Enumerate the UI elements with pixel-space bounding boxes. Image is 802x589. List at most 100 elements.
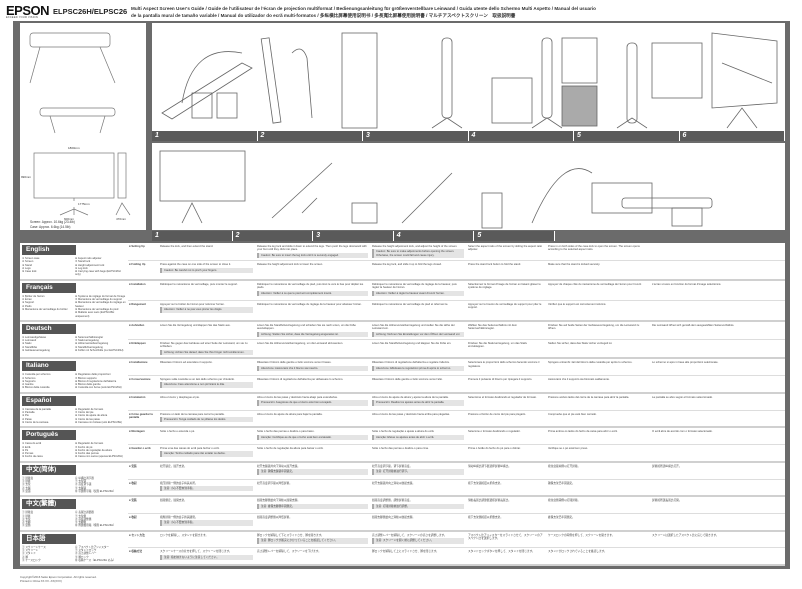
step-cell: 鬆開高度調整鎖，調整屏幕高度。注意: 打開屏幕前進行調整。	[370, 497, 466, 513]
step-text: Release the leg lock, and slide it up to…	[372, 263, 442, 267]
part-item: ⑧ Höhenverstellverriegelung	[75, 342, 109, 346]
caution-note: Attenzione: Effettuare le regolazioni pr…	[372, 365, 464, 372]
part-item: ⑩ 带袋携带箱（仅限 ELPSC26H）	[75, 489, 116, 493]
part-item: ③ 支架	[22, 517, 31, 521]
step-cell: Wählen Sie das Seitenverhältnis mit dem …	[466, 322, 546, 339]
step-cell	[650, 548, 785, 564]
step-text: Press the stand lock button to fold the …	[468, 263, 522, 267]
part-item: ① スクリーンケース	[22, 545, 46, 549]
part-item: ① Custodia per schermo	[22, 373, 51, 377]
part-item: ④ 支腿	[22, 486, 31, 490]
step-cell: La pantalla se abre según el formato sel…	[650, 394, 785, 410]
part-item: ⑦ Fecho do pé	[75, 445, 93, 449]
step-number: 5	[474, 231, 555, 241]
step-cell: Lösen Sie die Standfußverriegelung und s…	[255, 322, 370, 339]
instruction-row: セット方法ロックを解除し、スタンドを開きます。脚ロックを解除して下にスライドさせ…	[128, 532, 785, 548]
step-cell	[650, 480, 785, 496]
setup-steps-illustration	[161, 32, 778, 129]
caution-note: Attention: Veillez à ne pas vous pincer …	[160, 307, 253, 313]
caution-note: Attention: Veillez à régler la hauteur a…	[372, 290, 464, 296]
step-cell: Débloquez le mécanisme de verrouillage d…	[370, 301, 466, 320]
epson-logo: EPSON EXCEED YOUR VISION	[6, 4, 50, 19]
step-text: 松开支腿锁并向下滑动以展开支腿。	[257, 464, 300, 468]
step-cell: Release the height adjustment lock to lo…	[255, 261, 370, 278]
step-number: 2	[258, 131, 363, 141]
step-text: Sélectionnez le format d'image de l'écra…	[468, 282, 541, 290]
step-cell: 屏幕按所選長寬比打開。	[650, 497, 785, 513]
part-item: ③ Support	[22, 301, 35, 305]
step-cell: Make sure that the stand is locked secur…	[546, 261, 650, 278]
step-text: Die Leinwand öffnet sich gemäß dem ausge…	[652, 323, 735, 327]
part-item: ⑦ 支架锁	[75, 480, 87, 484]
step-cell: Presione el botón de cierre del pie para…	[466, 411, 546, 427]
step-text: 按住盒鎖兩側以打開屏幕。	[548, 499, 581, 503]
step-text: 鬆開支腳鎖並向上滑動以收起支腳。	[372, 515, 415, 519]
caution-note: Attenzione: Fare attenzione a non pizzic…	[160, 382, 253, 388]
step-cell: スタンドがロックされていることを確認します。	[546, 548, 650, 564]
part-item: ② 屏幕	[22, 514, 31, 518]
caution-note: Achtung: Nehmen Sie Einstellungen vor de…	[372, 331, 464, 338]
part-item: ⑧ Height adjustment lock	[75, 263, 105, 267]
step-text: Vérifiez que le support est correctement…	[548, 302, 607, 306]
step-text: Abra el cierre de las patas y deslícelo …	[372, 412, 450, 416]
part-item: ① Carcasa de la pantalla	[22, 407, 51, 411]
step-text: Assicurarsi che il supporto sia bloccato…	[548, 378, 610, 382]
part-item: ⑧ Fecho de regulação da altura	[75, 448, 112, 452]
step-cell: Stellen Sie sicher, dass das Stativ sich…	[546, 340, 650, 357]
part-item: ⑩ Koffer mit Schutzhülle (nur ELPSC26H)	[75, 349, 124, 353]
step-cell: 鬆開高度調整鎖以降低屏幕。	[255, 514, 370, 530]
step-number: 3	[313, 231, 394, 241]
part-item: ⑨ Fecho das pernas	[75, 452, 99, 456]
step-cell: Abra el cierre de las patas y deslícelo …	[370, 411, 466, 427]
step-cell: 按下支架鎖按鈕以折疊支架。	[466, 514, 546, 530]
step-text: アスペクト比アジャスターをスライドさせて、スクリーンのアスペクト比を選択します。	[468, 533, 543, 541]
step-text: 确保支架已牢固锁定。	[548, 481, 575, 485]
document-title: Multi Aspect Screen User's Guide / Guide…	[131, 5, 801, 19]
step-number: 5	[574, 131, 680, 141]
part-item: ⑥ 纵横比调节器	[75, 476, 94, 480]
language-heading: 日本語	[22, 533, 76, 544]
step-text: Press in on both sides of the case lock …	[548, 245, 640, 252]
language-heading: English	[22, 245, 76, 255]
step-text: Verifique se o pé está bem preso.	[548, 447, 589, 451]
step-number: 4	[469, 131, 574, 141]
step-cell: Release the leg lock and slide it down t…	[255, 243, 370, 260]
tagline: EXCEED YOUR VISION	[6, 16, 38, 19]
step-cell: 松开高度调节锁，调节屏幕高度。注意: 打开屏幕前进行调节。	[370, 463, 466, 479]
step-text: 松开高度调节锁以降低屏幕。	[257, 481, 292, 485]
step-text: Selezionare le proporzioni dello schermo…	[468, 361, 540, 368]
step-text: 按壓屏幕一側的盒子將其關閉。	[160, 515, 198, 519]
part-item: ⑦ Blocco supporto	[75, 376, 97, 380]
part-item: ③ Supporto	[22, 379, 36, 383]
part-item: ① Leinwandgehäuse	[22, 335, 47, 339]
part-item: ⑩ Carrying case with bags (ELPSC26H only…	[75, 270, 121, 277]
step-cell: 按下支架锁按钮以折叠支架。	[466, 480, 546, 496]
row-label: 收起	[128, 514, 158, 530]
step-cell: Presione un lado de la carcasa para cerr…	[158, 411, 255, 427]
step-cell: 按壓屏幕一側的盒子將其關閉。注意: 小心不要夾到手指。	[158, 514, 255, 530]
step-cell	[650, 411, 785, 427]
step-text: Presione un lado de la carcasa para cerr…	[160, 412, 225, 416]
step-text: ロックを解除し、スタンドを開きます。	[160, 533, 209, 537]
step-text: 松开高度调节锁，调节屏幕高度。	[372, 464, 413, 468]
part-item: ④ Pernas	[22, 452, 34, 456]
step-text: La pantalla se abre según el formato sel…	[652, 395, 713, 399]
part-item: ⑧ 高度调节锁	[75, 483, 92, 487]
step-text: Débloquez le mécanisme de verrouillage d…	[372, 282, 457, 290]
part-item: ⑦ Cierre del pie	[75, 411, 94, 415]
step-cell: Press against the case on one side of th…	[158, 261, 255, 278]
step-text: 松开支腿锁并向上滑动以收起支腿。	[372, 481, 415, 485]
step-cell: Selezionare le proporzioni dello schermo…	[466, 359, 546, 375]
